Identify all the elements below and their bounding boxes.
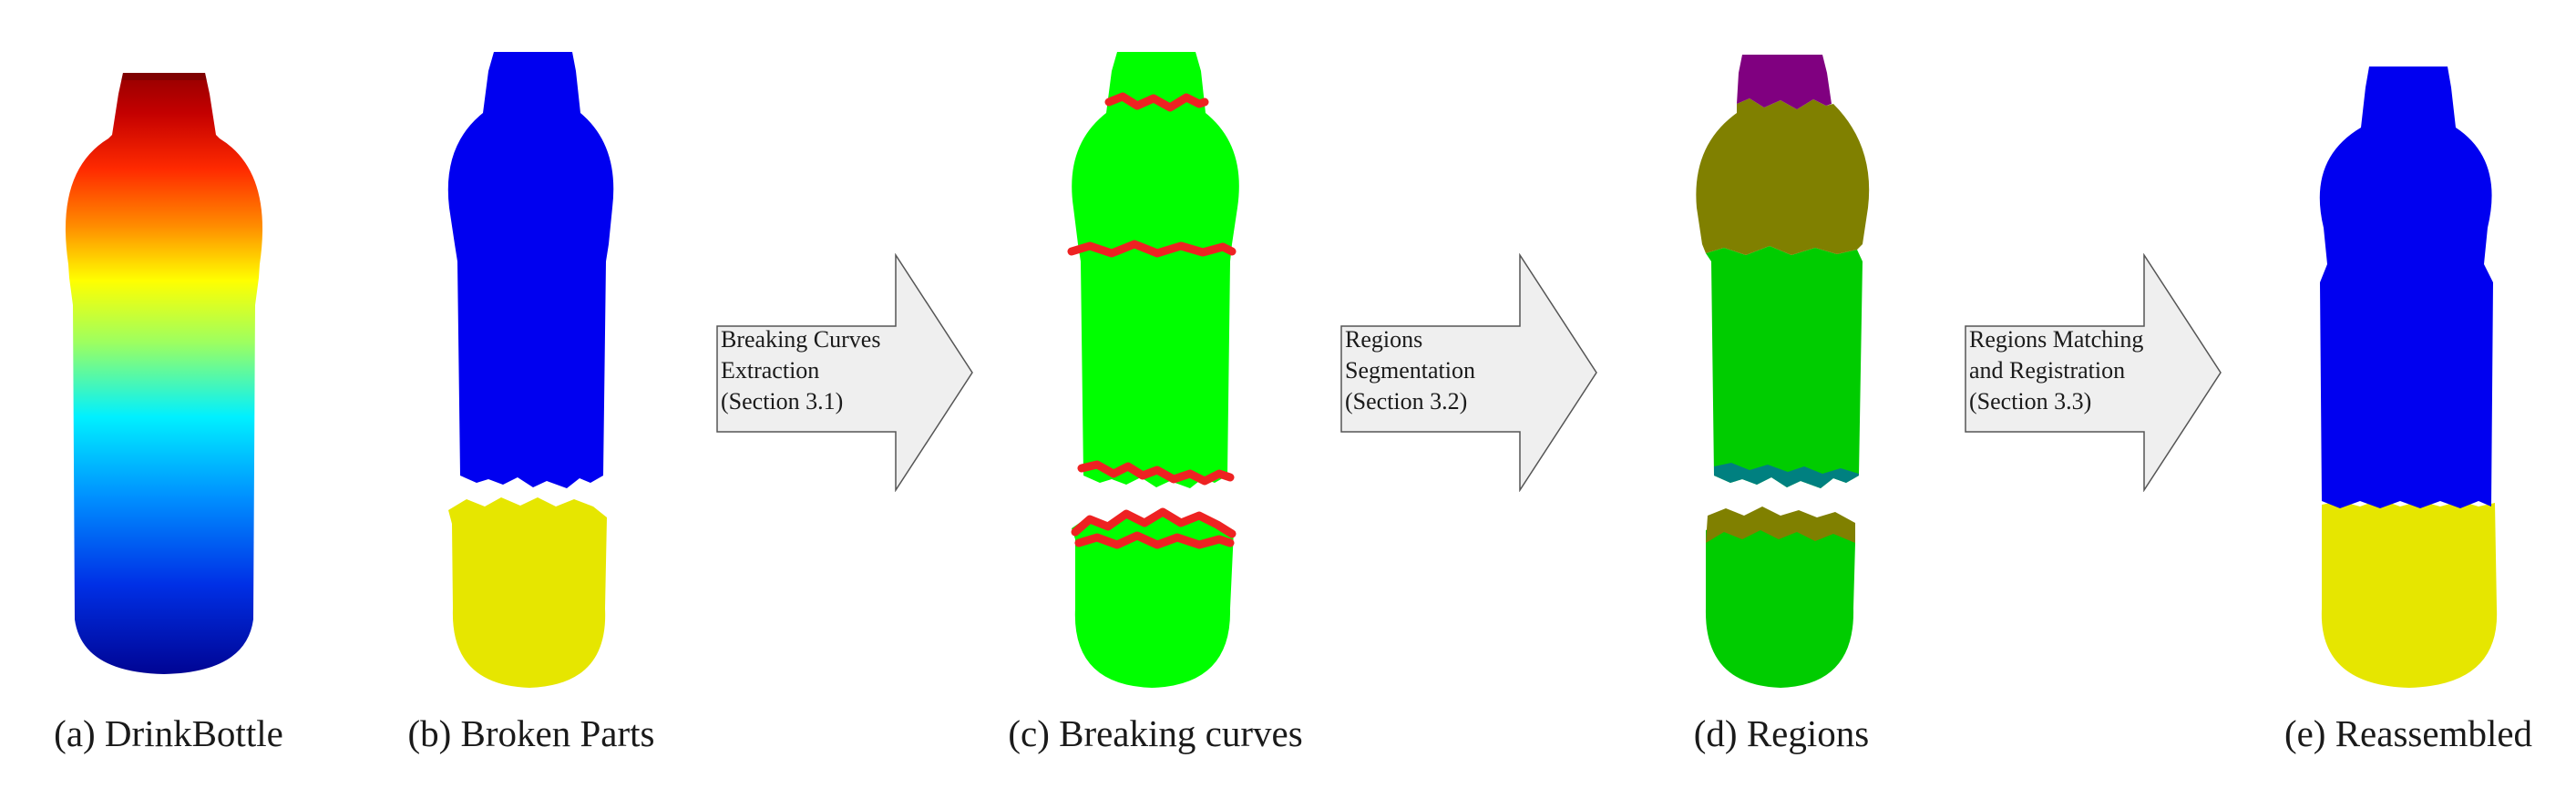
- breaking-curve-shoulder: [1067, 240, 1237, 258]
- arrow-label: Regions Segmentation (Section 3.2): [1345, 324, 1527, 417]
- breaking-curves-bottom-part: [1071, 507, 1237, 688]
- arrow-label: Regions Matching and Registration (Secti…: [1969, 324, 2151, 417]
- arrow-label-line: Extraction: [721, 357, 820, 384]
- breaking-curve-cap: [1104, 92, 1209, 112]
- arrow-label: Breaking Curves Extraction (Section 3.1): [721, 324, 903, 417]
- arrow-label-line: Segmentation: [1345, 357, 1475, 384]
- arrow-label-line: (Section 3.2): [1345, 388, 1468, 414]
- arrow-breaking-curves-extraction: Breaking Curves Extraction (Section 3.1): [715, 253, 980, 492]
- drinkbottle-model: [65, 73, 263, 674]
- arrow-label-line: and Registration: [1969, 357, 2126, 384]
- caption-breaking-curves: (c) Breaking curves: [1008, 712, 1303, 754]
- breaking-curve-lower-fracture: [1071, 507, 1237, 538]
- breaking-curves-top-part: [1067, 52, 1239, 488]
- regions-bottom-part: [1705, 507, 1855, 688]
- arrow-label-line: Breaking Curves: [721, 326, 881, 353]
- breaking-curve-upper-fracture: [1077, 460, 1235, 486]
- arrow-label-line: (Section 3.3): [1969, 388, 2092, 414]
- arrow-label-line: (Section 3.1): [721, 388, 844, 414]
- right-arrow-icon: [1340, 253, 1597, 492]
- caption-regions: (d) Regions: [1693, 712, 1870, 754]
- caption-broken-parts: (b) Broken Parts: [407, 712, 655, 754]
- breaking-curve-lower-fracture-inner: [1074, 531, 1235, 549]
- right-arrow-icon: [716, 253, 973, 492]
- arrow-label-line: Regions Matching: [1969, 326, 2144, 353]
- caption-reassembled: (e) Reassembled: [2284, 712, 2533, 754]
- right-arrow-icon: [1965, 253, 2222, 492]
- arrow-regions-matching-registration: Regions Matching and Registration (Secti…: [1964, 253, 2228, 492]
- broken-top-part: [447, 52, 614, 488]
- arrow-regions-segmentation: Regions Segmentation (Section 3.2): [1339, 253, 1604, 492]
- caption-drinkbottle: (a) DrinkBottle: [54, 712, 283, 754]
- broken-bottom-part: [448, 497, 607, 688]
- reassembled-model: [2319, 67, 2498, 688]
- regions-top-part: [1696, 55, 1870, 488]
- arrow-label-line: Regions: [1345, 326, 1423, 353]
